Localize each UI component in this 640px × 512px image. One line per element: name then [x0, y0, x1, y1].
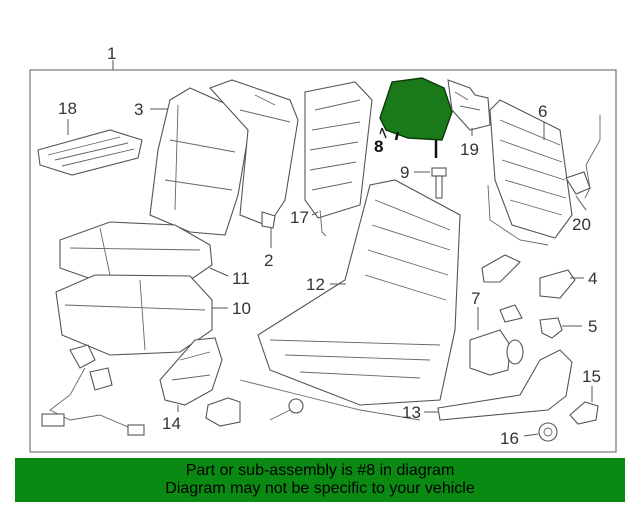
- part-17-back-board[interactable]: 17: [290, 81, 373, 237]
- part-14-label: 14: [162, 414, 181, 433]
- part-5-label: 5: [588, 317, 597, 336]
- part-8-headrest-highlighted[interactable]: 8: [374, 77, 453, 158]
- part-4-label: 4: [588, 269, 597, 288]
- part-11-label: 11: [232, 269, 250, 288]
- seatback-rear-panel: [209, 79, 299, 227]
- info-banner: Part or sub-assembly is #8 in diagram Di…: [15, 458, 625, 502]
- part-16-label: 16: [500, 429, 519, 448]
- part-13-label: 13: [402, 403, 421, 422]
- part-11-cushion-cover[interactable]: 11: [59, 221, 250, 288]
- part-16-knob[interactable]: 16: [500, 422, 558, 448]
- assembly-number-label: 1: [107, 44, 116, 63]
- banner-line-1: Part or sub-assembly is #8 in diagram: [185, 462, 455, 479]
- part-19-bracket[interactable]: 19: [447, 79, 491, 159]
- banner-line-2: Diagram may not be specific to your vehi…: [165, 480, 475, 497]
- part-6-label: 6: [538, 102, 547, 121]
- part-15-label: 15: [582, 367, 601, 386]
- part-3-label: 3: [134, 100, 143, 119]
- part-13-side-trim[interactable]: 13: [402, 349, 573, 422]
- part-19-label: 19: [460, 140, 479, 159]
- part-18-heater-mat[interactable]: 18: [37, 99, 143, 176]
- part-9-headrest-guide[interactable]: 9: [400, 163, 447, 199]
- part-17-label: 17: [290, 208, 309, 227]
- part-10-cushion-pad[interactable]: 10: [55, 274, 251, 356]
- part-7-label: 7: [471, 289, 480, 308]
- part-8-label: 8: [374, 137, 383, 156]
- part-5-small-cover[interactable]: 5: [499, 304, 597, 339]
- part-18-label: 18: [58, 99, 77, 118]
- seat-belt-buckle-harness: [41, 344, 145, 436]
- part-9-label: 9: [400, 163, 409, 182]
- part-2-label: 2: [264, 251, 273, 270]
- part-6-spring-mat[interactable]: 6: [487, 99, 573, 246]
- part-12-label: 12: [306, 275, 325, 294]
- part-4-trim-piece[interactable]: 4: [481, 254, 597, 299]
- part-14-side-shield[interactable]: 14: [159, 337, 223, 433]
- part-10-label: 10: [232, 299, 251, 318]
- part-20-label: 20: [572, 215, 591, 234]
- seat-switch-connector: [205, 397, 304, 427]
- part-7-recliner-cover[interactable]: 7: [469, 289, 524, 376]
- assembly-frame: [29, 69, 617, 453]
- part-20-lever-cable[interactable]: 20: [565, 115, 601, 234]
- part-2-clip[interactable]: 2: [261, 211, 276, 270]
- part-12-seat-frame[interactable]: 12: [239, 179, 461, 421]
- part-15-cover-cap[interactable]: 15: [569, 367, 601, 425]
